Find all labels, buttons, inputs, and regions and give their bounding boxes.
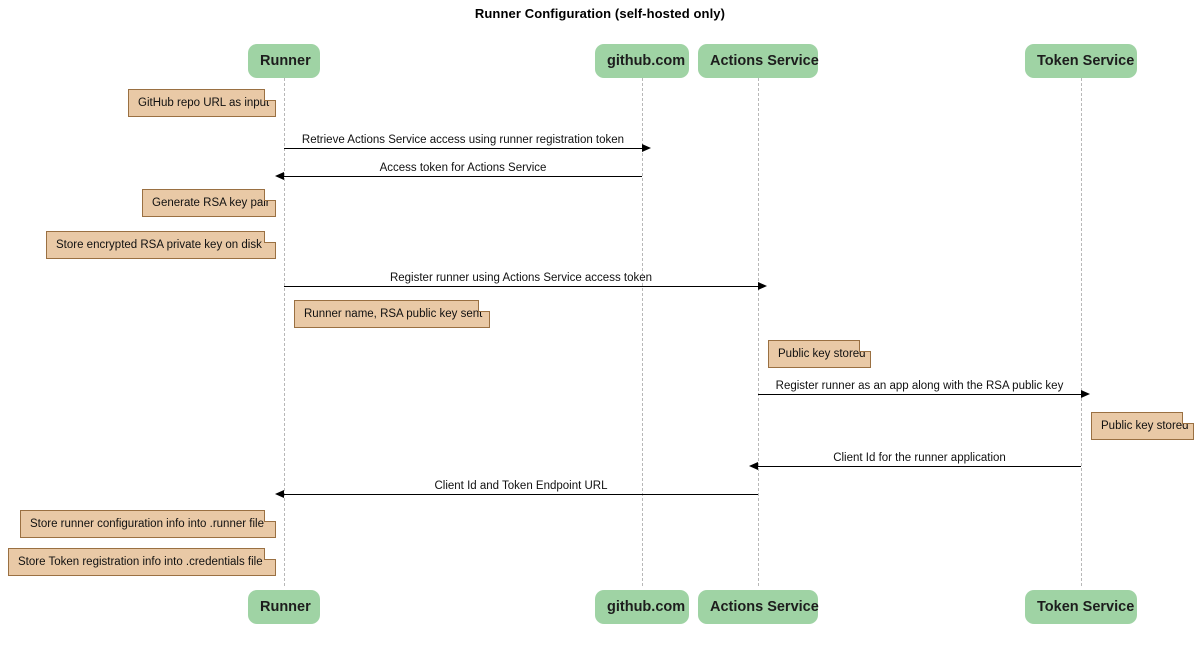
note-fold-corner-icon bbox=[859, 340, 871, 352]
msg-client-id-runner-app-label: Client Id for the runner application bbox=[833, 452, 1006, 464]
participant-github-top[interactable]: github.com bbox=[595, 44, 689, 78]
note-fold-corner-icon bbox=[264, 89, 276, 101]
note-text: Store Token registration info into .cred… bbox=[18, 556, 263, 568]
note-text: Store runner configuration info into .ru… bbox=[30, 518, 264, 530]
msg-client-id-token-endpoint-arrow bbox=[275, 490, 758, 498]
note-generate-rsa: Generate RSA key pair bbox=[142, 189, 276, 217]
msg-register-runner-app-label: Register runner as an app along with the… bbox=[775, 380, 1064, 392]
participant-label: Token Service bbox=[1037, 599, 1135, 615]
page-title: Runner Configuration (self-hosted only) bbox=[474, 6, 726, 21]
note-text: Runner name, RSA public key sent bbox=[304, 308, 483, 320]
participant-label: Runner bbox=[260, 53, 311, 69]
note-fold-corner-icon bbox=[264, 189, 276, 201]
note-text: Store encrypted RSA private key on disk bbox=[56, 239, 262, 251]
lifeline-token bbox=[1081, 78, 1082, 586]
arrow-head-icon bbox=[1081, 390, 1090, 398]
note-text: Generate RSA key pair bbox=[152, 197, 270, 209]
msg-register-runner-label: Register runner using Actions Service ac… bbox=[389, 272, 653, 284]
note-store-token-registration: Store Token registration info into .cred… bbox=[8, 548, 276, 576]
note-fold-corner-icon bbox=[264, 548, 276, 560]
participant-label: github.com bbox=[607, 53, 686, 69]
lifeline-actions bbox=[758, 78, 759, 586]
note-public-key-stored-token: Public key stored bbox=[1091, 412, 1194, 440]
participant-token-bottom[interactable]: Token Service bbox=[1025, 590, 1137, 624]
note-store-runner-config: Store runner configuration info into .ru… bbox=[20, 510, 276, 538]
arrow-head-icon bbox=[758, 282, 767, 290]
note-text: Public key stored bbox=[778, 348, 866, 360]
note-fold-corner-icon bbox=[264, 510, 276, 522]
participant-github-bottom[interactable]: github.com bbox=[595, 590, 689, 624]
arrow-head-icon bbox=[642, 144, 651, 152]
note-text: GitHub repo URL as input bbox=[138, 97, 270, 109]
participant-token-top[interactable]: Token Service bbox=[1025, 44, 1137, 78]
msg-register-runner-app-arrow bbox=[758, 390, 1090, 398]
participant-runner-bottom[interactable]: Runner bbox=[248, 590, 320, 624]
participant-label: github.com bbox=[607, 599, 686, 615]
msg-access-token-label: Access token for Actions Service bbox=[379, 162, 547, 174]
note-store-private-key: Store encrypted RSA private key on disk bbox=[46, 231, 276, 259]
lifeline-github bbox=[642, 78, 643, 586]
participant-actions-top[interactable]: Actions Service bbox=[698, 44, 819, 78]
msg-client-id-runner-app-arrow bbox=[749, 462, 1081, 470]
msg-client-id-token-endpoint-label: Client Id and Token Endpoint URL bbox=[434, 480, 608, 492]
note-fold-corner-icon bbox=[1182, 412, 1194, 424]
msg-retrieve-actions-access-arrow bbox=[284, 144, 651, 152]
msg-retrieve-actions-access-label: Retrieve Actions Service access using ru… bbox=[301, 134, 625, 146]
arrow-head-icon bbox=[275, 172, 284, 180]
note-fold-corner-icon bbox=[478, 300, 490, 312]
note-runner-name-key: Runner name, RSA public key sent bbox=[294, 300, 490, 328]
msg-access-token-arrow bbox=[275, 172, 642, 180]
participant-actions-bottom[interactable]: Actions Service bbox=[698, 590, 819, 624]
participant-label: Actions Service bbox=[710, 599, 819, 615]
participant-label: Token Service bbox=[1037, 53, 1135, 69]
lifeline-runner bbox=[284, 78, 285, 586]
msg-register-runner-arrow bbox=[284, 282, 767, 290]
note-github-repo-url: GitHub repo URL as input bbox=[128, 89, 276, 117]
arrow-head-icon bbox=[275, 490, 284, 498]
note-text: Public key stored bbox=[1101, 420, 1189, 432]
note-fold-corner-icon bbox=[264, 231, 276, 243]
participant-runner-top[interactable]: Runner bbox=[248, 44, 320, 78]
arrow-head-icon bbox=[749, 462, 758, 470]
participant-label: Actions Service bbox=[710, 53, 819, 69]
participant-label: Runner bbox=[260, 599, 311, 615]
note-public-key-stored-actions: Public key stored bbox=[768, 340, 871, 368]
